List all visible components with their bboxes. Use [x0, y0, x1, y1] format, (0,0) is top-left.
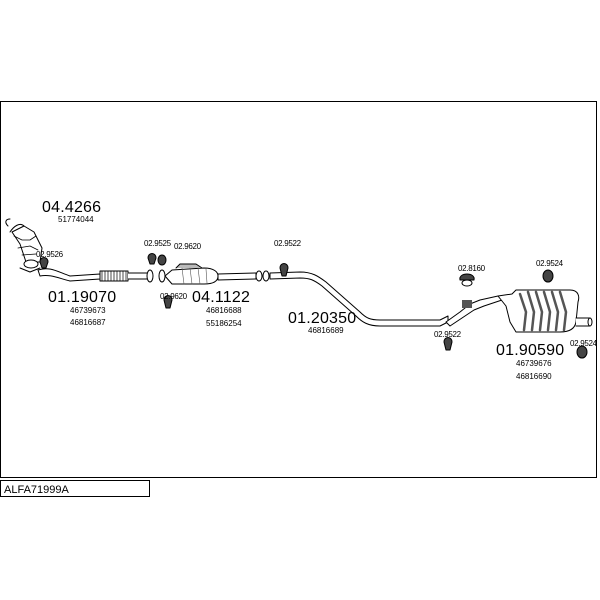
- mount-02-8160[interactable]: [459, 273, 475, 287]
- mount-02-9522-a[interactable]: [279, 263, 289, 277]
- downpipe-oem-1: 51774044: [58, 215, 94, 224]
- downpipe-part[interactable]: [5, 218, 43, 273]
- mount-02-9620-b[interactable]: [163, 295, 173, 309]
- mount-02-9620-a[interactable]: [157, 254, 167, 266]
- rear-silencer-oem-2: 46816690: [516, 372, 552, 381]
- front-pipe-part[interactable]: [37, 268, 154, 283]
- catalyst-oem-2: 55186254: [206, 319, 242, 328]
- middle-pipe-oem-1: 46816689: [308, 326, 344, 335]
- rear-silencer-mount-label-2: 02.9524: [570, 339, 597, 348]
- mount-02-9524-a[interactable]: [542, 269, 554, 283]
- mount-02-9526[interactable]: [39, 257, 49, 269]
- front-pipe-part-number: 01.19070: [48, 289, 117, 306]
- title-box: ALFA71999A: [0, 480, 150, 497]
- catalyst-part-number: 04.1122: [192, 289, 251, 306]
- middle-pipe-part[interactable]: [269, 271, 503, 327]
- mount-02-9522-b[interactable]: [443, 337, 453, 351]
- middle-pipe-part-number: 01.20350: [288, 310, 357, 327]
- front-pipe-oem-1: 46739673: [70, 306, 106, 315]
- front-pipe-mount-label-2: 02.9620: [174, 242, 201, 251]
- mount-02-9524-b[interactable]: [576, 345, 588, 359]
- downpipe-mount-label: 02.9526: [36, 250, 63, 259]
- middle-pipe-mount-label-2: 02.9522: [434, 330, 461, 339]
- catalyst-oem-1: 46816688: [206, 306, 242, 315]
- rear-silencer-mount-label-1: 02.9524: [536, 259, 563, 268]
- mount-02-9525[interactable]: [147, 253, 157, 265]
- front-pipe-mount-label-3: 02.9620: [160, 292, 187, 301]
- catalyst-part[interactable]: [158, 263, 270, 285]
- middle-pipe-mount-label-1: 02.9522: [274, 239, 301, 248]
- rear-silencer-oem-1: 46739676: [516, 359, 552, 368]
- downpipe-part-number: 04.4266: [42, 199, 102, 216]
- rear-silencer-part[interactable]: [497, 289, 593, 333]
- rear-silencer-part-number: 01.90590: [496, 342, 565, 359]
- diagram-frame: [0, 101, 597, 478]
- middle-pipe-mount-label-3: 02.8160: [458, 264, 485, 273]
- front-pipe-mount-label-1: 02.9525: [144, 239, 171, 248]
- diagram-title: ALFA71999A: [4, 484, 69, 496]
- front-pipe-oem-2: 46816687: [70, 318, 106, 327]
